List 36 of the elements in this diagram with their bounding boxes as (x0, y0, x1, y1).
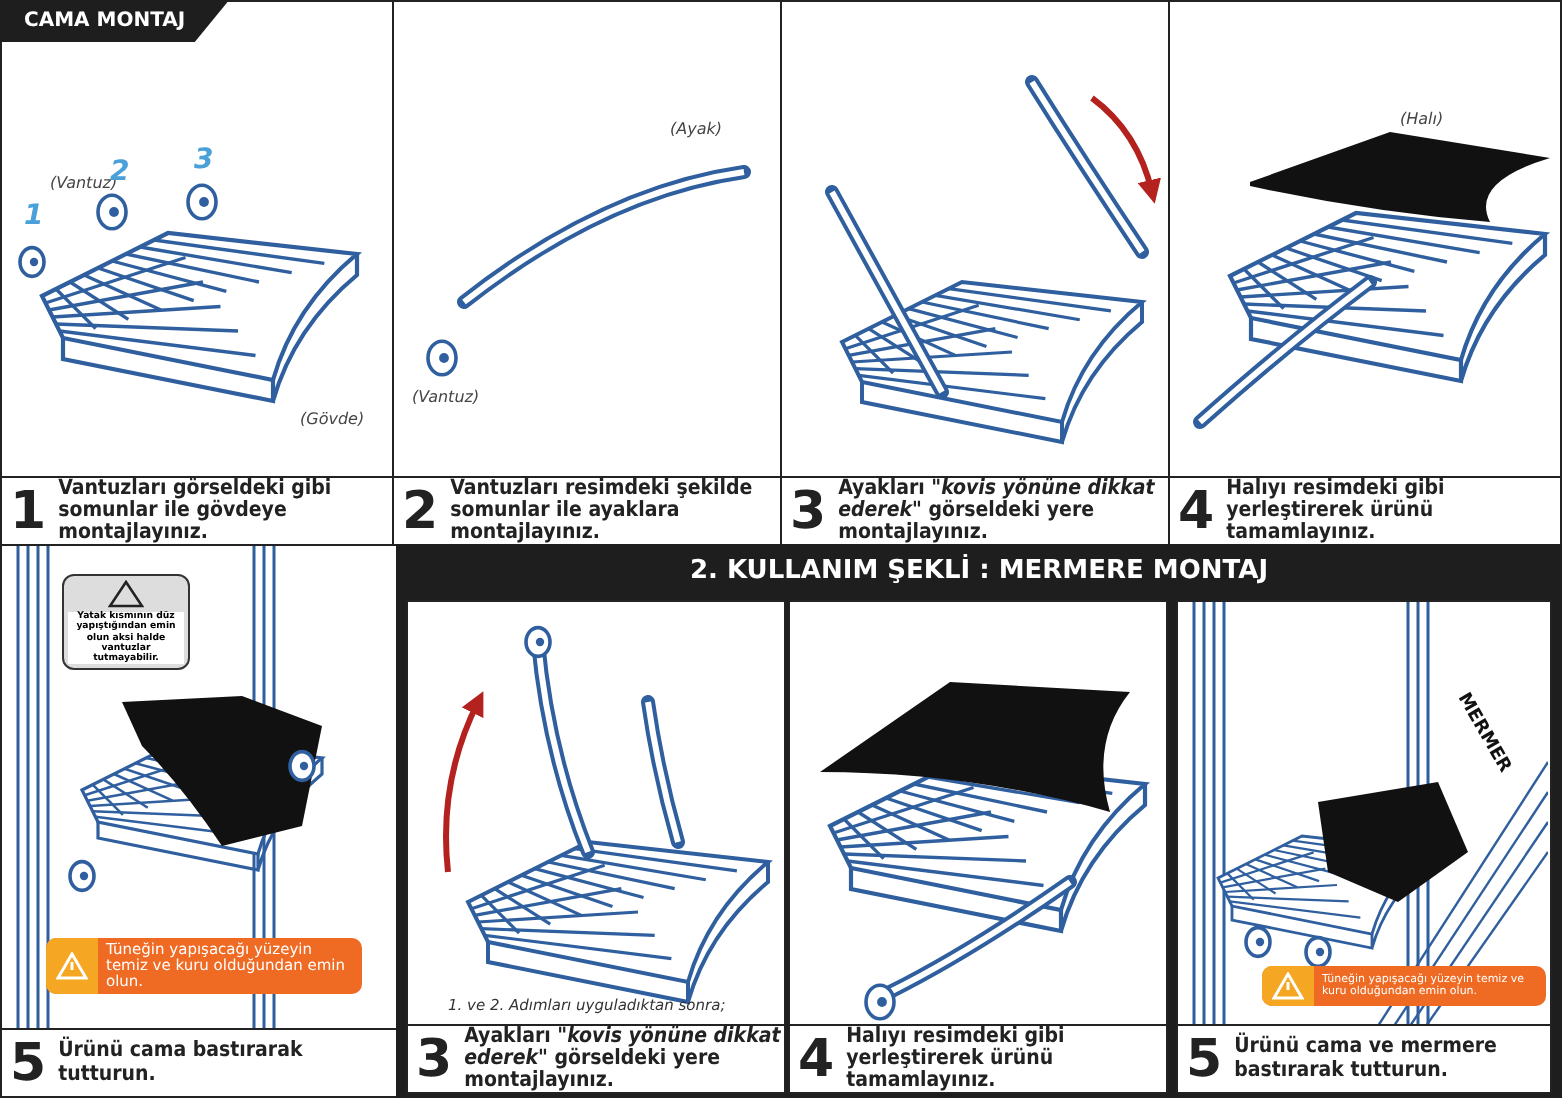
section-heading: 2. KULLANIM ŞEKLİ : MERMERE MONTAJ (687, 556, 1271, 586)
step-number: 5 (10, 1037, 47, 1089)
callout-number: 3 (194, 144, 214, 176)
step-number: 3 (416, 1033, 453, 1085)
step-number: 4 (1178, 485, 1215, 537)
step-panel (788, 600, 1168, 1094)
step-instruction: Ayakları "kovis yönüne dikkat ederek" görseldeki yere montajlayınız. (464, 1025, 783, 1093)
step-panel (392, 0, 782, 546)
step-panel (0, 0, 394, 546)
step-number: 3 (790, 485, 827, 537)
part-label: (Halı) (1400, 110, 1444, 128)
step-instruction: Ürünü cama bastırarak tutturun. (58, 1040, 305, 1086)
step-number: 2 (402, 485, 439, 537)
warning-box (1262, 966, 1546, 1006)
step-instruction: Halıyı resimdeki gibi yerleştirerek ürünü tamamlayınız. (846, 1025, 1067, 1093)
warning-box (62, 574, 190, 670)
step-panel (1176, 600, 1552, 1094)
step-panel (1168, 0, 1562, 546)
step-instruction: Ürünü cama ve mermere bastırarak tutturun. (1234, 1036, 1499, 1082)
step-number: 4 (798, 1033, 835, 1085)
section-band (396, 544, 1562, 1098)
callout-number: 1 (24, 200, 44, 232)
step-panel (0, 544, 398, 1098)
part-label: (Ayak) (670, 120, 722, 138)
part-label: (Gövde) (300, 410, 365, 428)
step-panel (406, 600, 786, 1094)
step-instruction: Vantuzları resimdeki şekilde somunlar ile ayaklara montajlayınız. (450, 477, 755, 545)
step-instruction: Ayakları "kovis yönüne dikkat ederek" görseldeki yere montajlayınız. (838, 477, 1157, 545)
step-panel (780, 0, 1170, 546)
step-number: 5 (1186, 1033, 1223, 1085)
step-number: 1 (10, 485, 47, 537)
part-label: (Vantuz) (412, 388, 480, 406)
step-instruction: Vantuzları görseldeki gibi somunlar ile gövdeye montajlayınız. (58, 477, 334, 545)
warning-box (46, 938, 362, 994)
section-tab: CAMA MONTAJ (0, 0, 230, 42)
step-instruction: Halıyı resimdeki gibi yerleştirerek ürünü tamamlayınız. (1226, 477, 1447, 545)
